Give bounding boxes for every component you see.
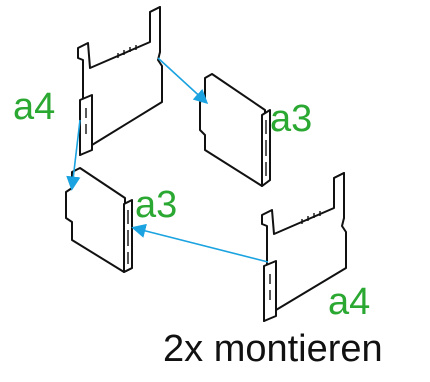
caption-text: 2x montieren — [163, 328, 383, 370]
arrow-from-lower-a4 — [131, 223, 269, 263]
label-a4-lower: a4 — [328, 281, 371, 323]
arrow-to-upper-a3 — [157, 57, 209, 104]
part-a3-upper — [199, 73, 271, 187]
label-a3-lower: a3 — [135, 184, 178, 226]
label-a4-upper: a4 — [13, 86, 56, 128]
part-a3-lower — [65, 167, 133, 273]
part-a4-upper — [77, 6, 163, 156]
arrow-to-lower-a3 — [66, 119, 81, 191]
label-a3-upper: a3 — [270, 98, 313, 140]
part-a4-lower — [261, 172, 347, 322]
